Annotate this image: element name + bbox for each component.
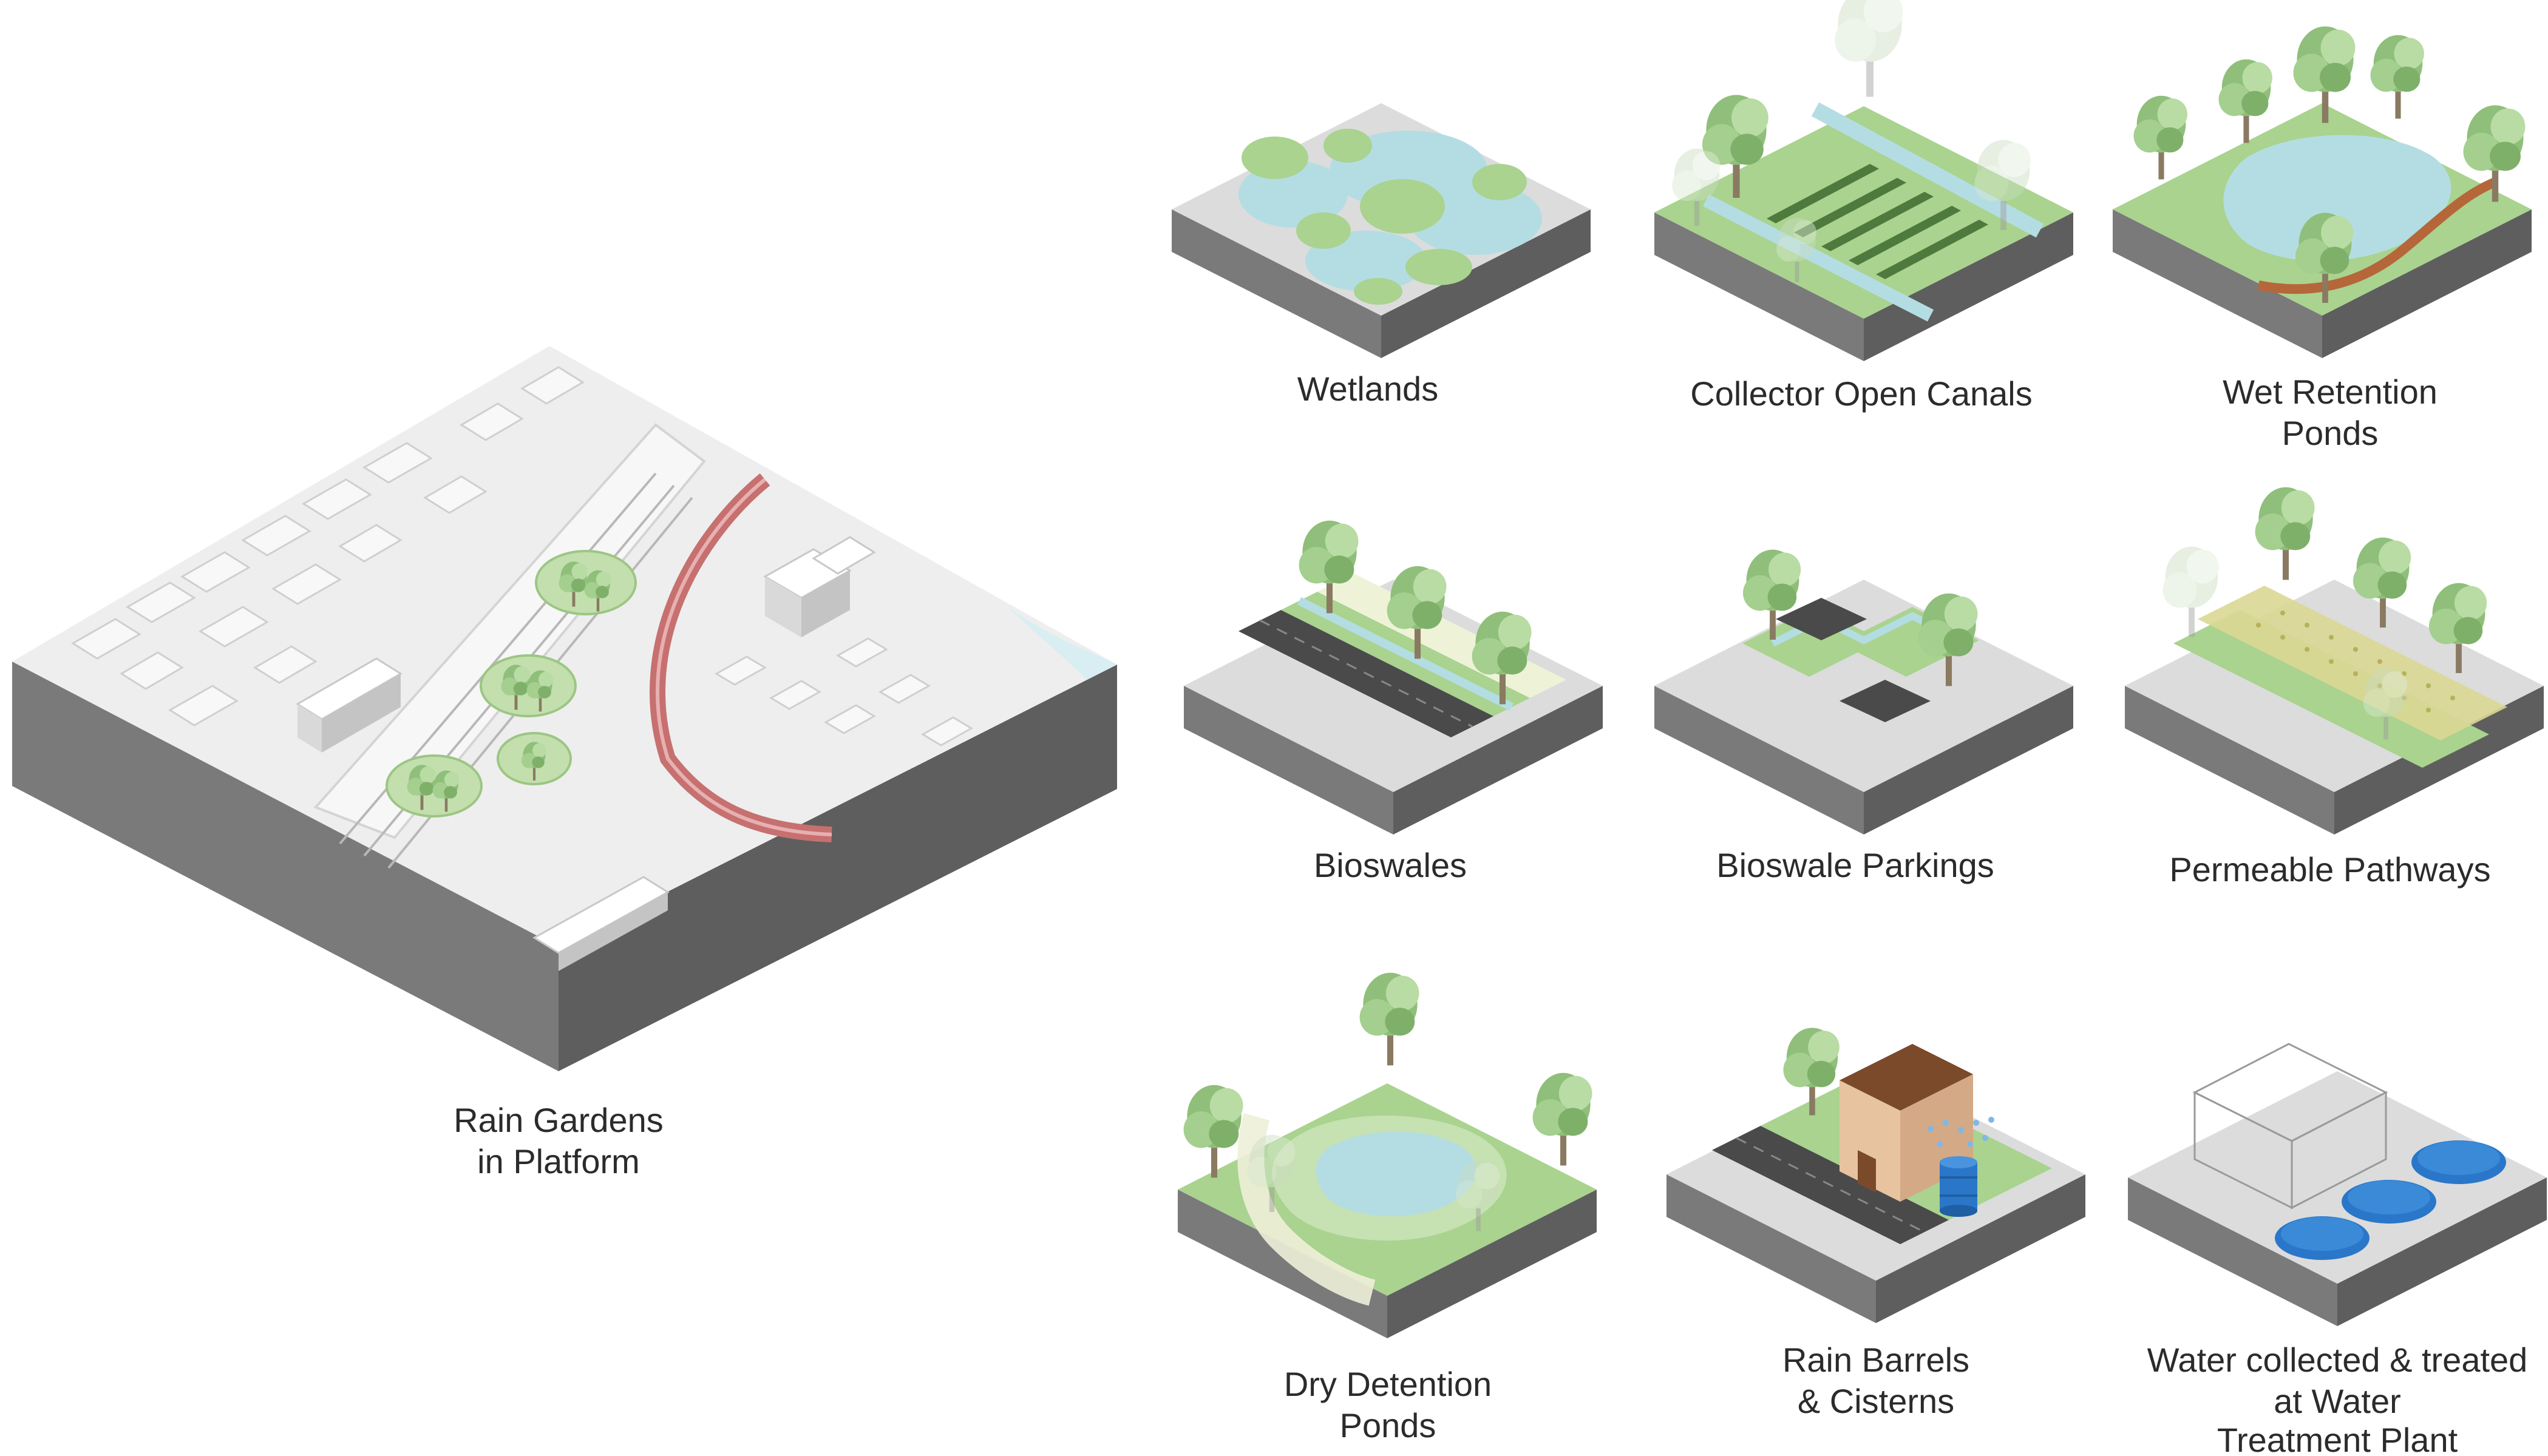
rain-garden-4 bbox=[386, 754, 483, 818]
treatment-tank-icon bbox=[2342, 1180, 2436, 1224]
platform-top bbox=[12, 346, 1117, 947]
lower-warehouse bbox=[532, 876, 670, 971]
tree-icon bbox=[2133, 95, 2187, 180]
warehouse-building bbox=[296, 657, 403, 753]
tile-bioswale-parkings bbox=[1654, 549, 2073, 835]
tree-icon bbox=[2218, 59, 2272, 143]
parking-lot-1 bbox=[1776, 598, 1867, 640]
label-rain-gardens-2: in Platform bbox=[477, 1142, 640, 1180]
label-bioswale-parkings: Bioswale Parkings bbox=[1716, 846, 1994, 884]
label-water-treatment-2: at Water bbox=[2274, 1382, 2401, 1420]
industrial-blocks bbox=[715, 637, 973, 747]
label-wet-retention-2: Ponds bbox=[2282, 414, 2379, 452]
tile-permeable-pathways bbox=[2125, 487, 2544, 835]
label-dry-detention-1: Dry Detention bbox=[1284, 1365, 1492, 1403]
tall-building bbox=[763, 536, 876, 637]
tile-bioswales bbox=[1184, 520, 1603, 835]
detention-water bbox=[1316, 1131, 1476, 1216]
label-rain-barrels-2: & Cisterns bbox=[1798, 1382, 1954, 1420]
tile-dry-detention bbox=[1178, 972, 1597, 1338]
tree-icon bbox=[2370, 35, 2424, 119]
tree-icon bbox=[2293, 26, 2356, 123]
label-collector-canals: Collector Open Canals bbox=[1690, 374, 2032, 413]
label-permeable-pathways: Permeable Pathways bbox=[2169, 850, 2490, 889]
tile-wetlands bbox=[1172, 103, 1591, 358]
treatment-building-wireframe bbox=[2192, 1043, 2388, 1210]
platform-left-side bbox=[12, 662, 559, 1071]
tree-icon bbox=[2255, 487, 2315, 580]
crop-rows bbox=[1767, 164, 1988, 279]
label-bioswales: Bioswales bbox=[1314, 846, 1467, 884]
treatment-tank-icon bbox=[2411, 1140, 2506, 1184]
platform-right-side bbox=[559, 665, 1117, 1071]
canal-channel-lower bbox=[1702, 194, 1934, 322]
rain-gardens-platform bbox=[12, 346, 1117, 1071]
label-water-treatment-1: Water collected & treated bbox=[2147, 1341, 2528, 1379]
wetland-islands bbox=[1242, 129, 1527, 305]
rain-garden-3 bbox=[497, 732, 572, 785]
walking-path bbox=[2257, 177, 2498, 294]
tree-icon bbox=[1532, 1072, 1592, 1166]
bioswale-water bbox=[1297, 597, 1514, 711]
permeable-pavers bbox=[2198, 586, 2507, 740]
tile-rain-barrels bbox=[1666, 1028, 2085, 1323]
label-wet-retention-1: Wet Retention bbox=[2223, 373, 2438, 411]
rain-barrel-icon bbox=[1940, 1156, 1977, 1217]
rain-garden-1 bbox=[535, 550, 637, 615]
label-wetlands: Wetlands bbox=[1297, 370, 1438, 408]
treatment-tank-icon bbox=[2275, 1216, 2370, 1260]
rain-garden-2 bbox=[480, 654, 577, 717]
tree-icon bbox=[1359, 972, 1419, 1066]
tile-wet-retention bbox=[2113, 26, 2532, 358]
platform-corridor bbox=[313, 423, 706, 839]
label-dry-detention-2: Ponds bbox=[1340, 1406, 1436, 1444]
grass-strip bbox=[2173, 610, 2489, 768]
parking-lot-2 bbox=[1840, 680, 1931, 722]
river-edge bbox=[1008, 607, 1117, 680]
retention-pond bbox=[2223, 135, 2451, 261]
tree-icon bbox=[1835, 0, 1903, 97]
rain-drops bbox=[1928, 1117, 1994, 1147]
tile-water-treatment bbox=[2128, 1043, 2547, 1326]
label-rain-barrels-1: Rain Barrels bbox=[1782, 1341, 1969, 1379]
city-blocks bbox=[71, 366, 585, 726]
label-water-treatment-3: Treatment Plant bbox=[2217, 1421, 2458, 1456]
tile-collector-canals bbox=[1654, 0, 2073, 361]
label-rain-gardens-1: Rain Gardens bbox=[454, 1101, 664, 1139]
